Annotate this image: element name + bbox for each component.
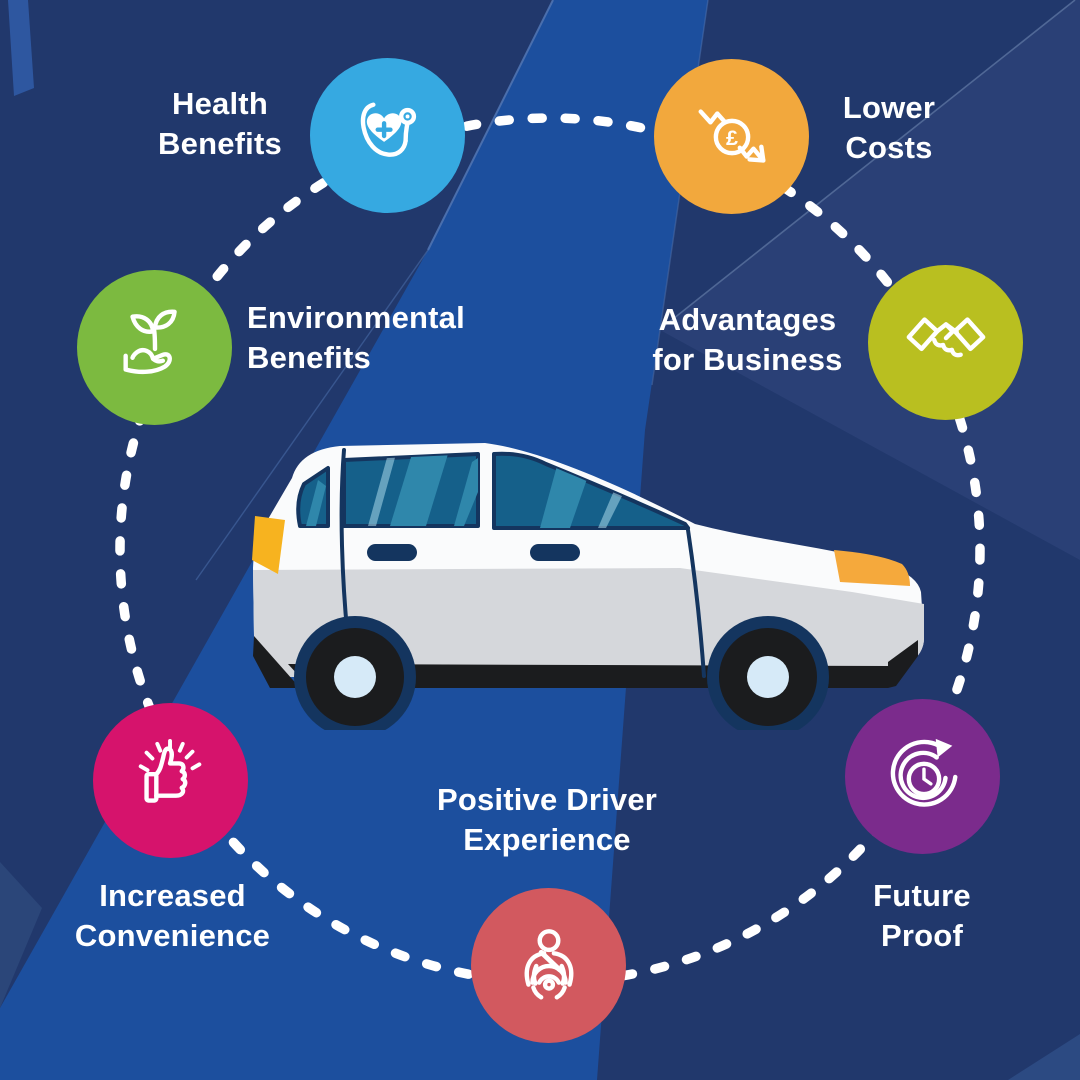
advantages-for-business-node (868, 265, 1023, 420)
stethoscope-heart-icon (360, 102, 416, 157)
health-benefits-node (310, 58, 465, 213)
svg-text:£: £ (726, 125, 738, 149)
lower-costs-label: Lower Costs (842, 90, 936, 165)
environmental-benefits-node (77, 270, 232, 425)
positive-driver-experience-node (471, 888, 626, 1043)
lower-costs-node: £ (654, 59, 809, 214)
future-proof-label: Future Proof (873, 878, 971, 953)
clock-refresh-icon (890, 738, 957, 807)
environmental-benefits-label: Environmental Benefits (247, 300, 465, 375)
handshake-icon (906, 316, 985, 357)
advantages-for-business-label: Advantages for Business (652, 302, 843, 377)
increased-convenience-node (93, 703, 248, 858)
pound-coin-decrease-arrow-icon: £ (698, 108, 765, 163)
positive-driver-experience-label: Positive Driver Experience (436, 782, 658, 857)
thumbs-up-icon (138, 738, 201, 803)
car-illustration (252, 443, 924, 730)
increased-convenience-label: Increased Convenience (74, 878, 271, 953)
hand-seedling-icon (122, 309, 177, 374)
health-benefits-label: Health Benefits (158, 86, 282, 161)
future-proof-node (845, 699, 1000, 854)
driver-steering-wheel-icon (524, 928, 573, 999)
